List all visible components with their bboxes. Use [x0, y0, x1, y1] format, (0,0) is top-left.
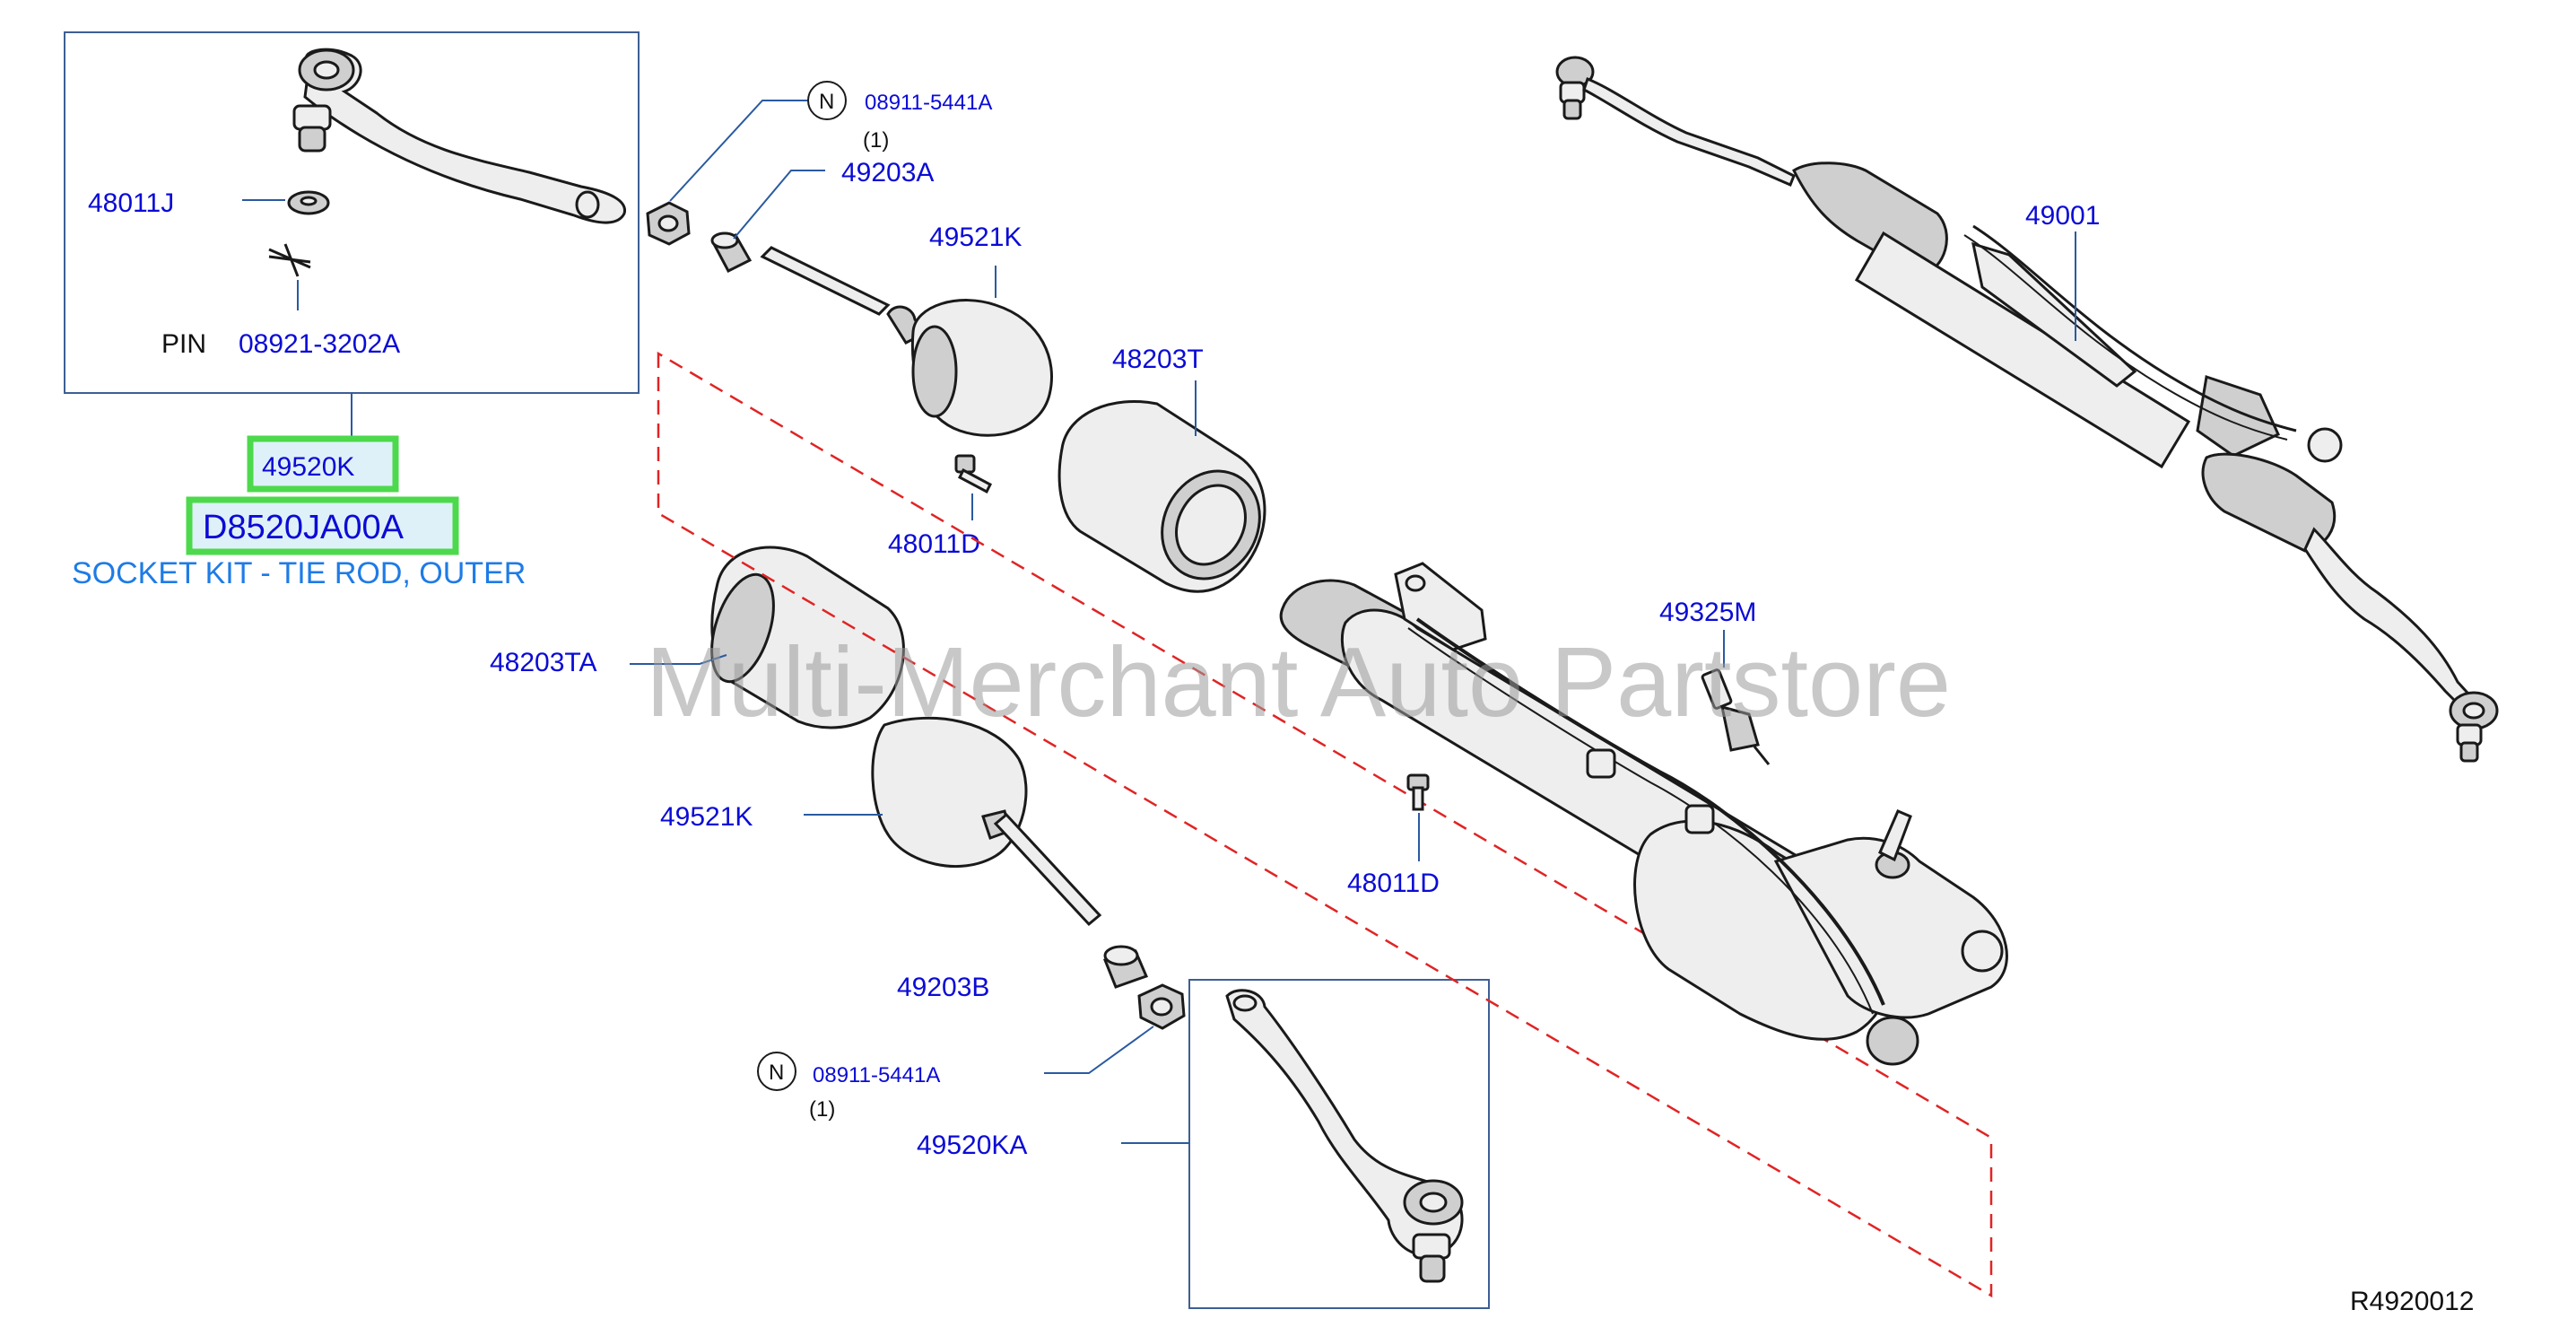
sensor-illustration — [1701, 668, 1771, 765]
nut-bottom-marker-circle — [757, 1052, 796, 1091]
label-boot-sleeve-left[interactable]: 48203TA — [490, 648, 597, 677]
label-gear-assembly[interactable]: 49001 — [2025, 201, 2100, 231]
label-bolt-top[interactable]: 48011D — [888, 529, 980, 559]
bolt-top-illustration — [954, 454, 992, 494]
inner-socket-bottom-illustration — [1102, 945, 1149, 989]
boot-sleeve-left-illustration — [710, 546, 905, 729]
boot-top-illustration — [760, 246, 1053, 437]
tie-rod-end-illustration — [292, 48, 626, 224]
label-boot-top[interactable]: 49521K — [929, 223, 1022, 252]
label-washer[interactable]: 48011J — [88, 188, 174, 218]
label-inner-socket-top[interactable]: 49203A — [841, 158, 934, 188]
label-nut-bottom[interactable]: 08911-5441A — [813, 1063, 940, 1087]
label-inner-socket-bottom[interactable]: 49203B — [897, 973, 989, 1002]
highlight-box-tie-rod-end — [247, 435, 399, 493]
label-nut-bottom-qty: (1) — [809, 1097, 835, 1122]
label-nut-top-qty: (1) — [863, 128, 889, 153]
label-pin-prefix: PIN — [161, 329, 206, 359]
kit-description: SOCKET KIT - TIE ROD, OUTER — [72, 556, 526, 590]
label-pin-part[interactable]: 08921-3202A — [239, 329, 400, 359]
nut-bottom-marker: N — [769, 1061, 784, 1085]
label-kit-part[interactable]: D8520JA00A — [203, 509, 405, 546]
bolt-mid-illustration — [1406, 773, 1430, 811]
steering-rack-illustration — [1279, 562, 2008, 1066]
boot-sleeve-top-illustration — [1057, 399, 1266, 593]
gear-assembly-illustration — [1555, 56, 2499, 763]
cotter-pin-illustration — [268, 243, 311, 277]
callout-dashed-outline — [657, 351, 1993, 1298]
nut-top-marker-circle — [807, 81, 847, 120]
tie-rod-end-left-illustration — [1225, 989, 1464, 1283]
label-tie-rod-end-left[interactable]: 49520KA — [917, 1131, 1027, 1160]
label-boot-left[interactable]: 49521K — [660, 802, 753, 832]
diagram-code: R4920012 — [2350, 1287, 2474, 1316]
watermark: Multi-Merchant Auto Partstore — [646, 627, 1951, 738]
washer-illustration — [287, 190, 330, 215]
label-bolt-mid[interactable]: 48011D — [1347, 869, 1440, 898]
nut-top-illustration — [646, 201, 691, 246]
inner-socket-top-illustration — [710, 231, 753, 273]
label-sensor[interactable]: 49325M — [1659, 598, 1756, 627]
label-boot-sleeve-top[interactable]: 48203T — [1112, 345, 1204, 374]
nut-top-marker: N — [819, 90, 834, 114]
highlight-box-kit — [186, 496, 459, 555]
label-tie-rod-end[interactable]: 49520K — [262, 452, 354, 482]
nut-bottom-illustration — [1137, 983, 1186, 1030]
boot-left-illustration — [871, 716, 1102, 927]
label-nut-top[interactable]: 08911-5441A — [865, 91, 992, 115]
